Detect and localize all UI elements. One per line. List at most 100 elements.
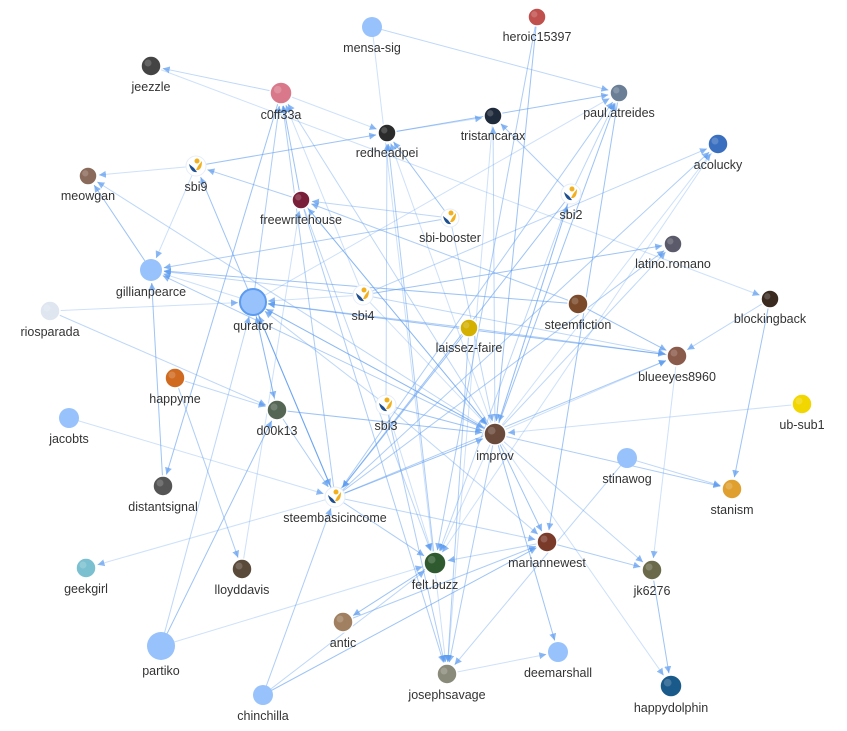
edge-sbi4-to-qurator xyxy=(267,294,364,305)
node-lloyddavis[interactable]: lloyddavis xyxy=(215,558,270,597)
node-sbi-booster[interactable]: sbi-booster xyxy=(419,208,481,245)
node-partiko[interactable]: partiko xyxy=(142,632,180,678)
node-latino.romano[interactable]: latino.romano xyxy=(635,234,711,271)
avatar-image xyxy=(641,559,663,581)
node-stinawog[interactable]: stinawog xyxy=(602,448,652,486)
avatar-highlight xyxy=(667,238,674,245)
node-chinchilla[interactable]: chinchilla xyxy=(237,685,289,723)
node-laissez-faire[interactable]: laissez-faire xyxy=(436,318,503,355)
node-improv[interactable]: improv xyxy=(476,422,514,463)
node-label: gillianpearce xyxy=(116,285,186,299)
edge-sbi3-to-redheadpei xyxy=(383,143,391,406)
node-happydolphin[interactable]: happydolphin xyxy=(634,674,708,715)
node-sbi2[interactable]: sbi2 xyxy=(560,183,583,222)
avatar-image xyxy=(483,422,507,446)
node-label: blueeyes8960 xyxy=(638,370,716,384)
node-steembasicincome[interactable]: steembasicincome xyxy=(283,486,387,525)
hand-icon xyxy=(328,495,336,504)
node-riosparada[interactable]: riosparada xyxy=(20,300,80,339)
node-label: geekgirl xyxy=(64,582,108,596)
node-qurator[interactable]: qurator xyxy=(233,288,273,333)
avatar-image xyxy=(332,611,354,633)
node-circle xyxy=(362,17,382,37)
node-ub-sub1[interactable]: ub-sub1 xyxy=(779,393,825,432)
node-label: sbi3 xyxy=(375,419,398,433)
node-geekgirl[interactable]: geekgirl xyxy=(64,557,108,596)
node-blueeyes8960[interactable]: blueeyes8960 xyxy=(638,345,716,384)
edge-steembasicincome-to-latino.romano xyxy=(334,250,665,498)
avatar-highlight xyxy=(725,482,733,490)
node-meowgan[interactable]: meowgan xyxy=(61,166,115,203)
node-deemarshall[interactable]: deemarshall xyxy=(524,642,592,680)
hand-icon xyxy=(335,492,341,502)
node-jeezzle[interactable]: jeezzle xyxy=(131,55,171,94)
avatar-highlight xyxy=(295,194,302,201)
avatar-image xyxy=(377,123,397,143)
node-jacobts[interactable]: jacobts xyxy=(48,408,89,446)
node-steemfiction[interactable]: steemfiction xyxy=(545,293,612,332)
node-redheadpei[interactable]: redheadpei xyxy=(356,123,419,160)
edge-chinchilla-to-steembasicincome xyxy=(262,508,332,696)
edge-d00k13-to-improv xyxy=(276,409,483,436)
node-distantsignal[interactable]: distantsignal xyxy=(128,475,198,514)
node-antic[interactable]: antic xyxy=(330,611,356,650)
hand-icon xyxy=(386,400,392,410)
edge-sbi9-to-redheadpei xyxy=(195,132,377,167)
edge-sbi-booster-to-gillianpearce xyxy=(163,217,451,271)
edge-partiko-to-d00k13 xyxy=(160,420,273,647)
edge-steembasicincome-to-felt.buzz xyxy=(334,496,425,557)
edge-sbi9-to-meowgan xyxy=(98,165,197,178)
node-happyme[interactable]: happyme xyxy=(149,367,201,406)
edge-c0ff33a-to-redheadpei xyxy=(280,92,377,130)
edge-sbi2-to-felt.buzz xyxy=(438,193,572,551)
avatar-highlight xyxy=(795,397,803,405)
edge-laissez-faire-to-blueeyes8960 xyxy=(468,327,666,357)
node-jk6276[interactable]: jk6276 xyxy=(633,559,671,598)
node-label: stanism xyxy=(710,503,753,517)
edge-improv-to-acolucky xyxy=(494,153,712,435)
node-label: chinchilla xyxy=(237,709,288,723)
node-mariannewest[interactable]: mariannewest xyxy=(508,531,586,570)
node-label: jeezzle xyxy=(131,80,171,94)
avatar-highlight xyxy=(43,304,51,312)
avatar-image xyxy=(436,663,458,685)
node-stanism[interactable]: stanism xyxy=(710,478,754,517)
node-sbi9[interactable]: sbi9 xyxy=(185,155,208,194)
node-label: qurator xyxy=(233,319,273,333)
node-label: paul.atreides xyxy=(583,106,655,120)
edge-riosparada-to-d00k13 xyxy=(49,310,267,406)
node-label: mensa-sig xyxy=(343,41,401,55)
node-tristancarax[interactable]: tristancarax xyxy=(461,106,526,143)
node-felt.buzz[interactable]: felt.buzz xyxy=(412,551,459,592)
node-freewritehouse[interactable]: freewritehouse xyxy=(260,190,342,227)
node-acolucky[interactable]: acolucky xyxy=(694,133,743,172)
node-sbi4[interactable]: sbi4 xyxy=(352,284,375,323)
sbi-logo-icon xyxy=(352,284,374,306)
node-heroic15397[interactable]: heroic15397 xyxy=(503,7,572,44)
edge-steembasicincome-to-qurator xyxy=(258,315,336,498)
edge-sbi3-to-qurator xyxy=(264,310,387,406)
node-blockingback[interactable]: blockingback xyxy=(734,289,807,326)
edges-layer xyxy=(49,16,803,696)
avatar-image xyxy=(666,345,688,367)
node-circle xyxy=(147,632,175,660)
node-josephsavage[interactable]: josephsavage xyxy=(407,663,486,702)
node-mensa-sig[interactable]: mensa-sig xyxy=(343,17,401,55)
avatar-image xyxy=(266,399,288,421)
edge-heroic15397-to-improv xyxy=(493,16,538,422)
node-paul.atreides[interactable]: paul.atreides xyxy=(583,83,655,120)
node-sbi3[interactable]: sbi3 xyxy=(375,394,398,433)
avatar-highlight xyxy=(571,297,579,305)
coin-icon xyxy=(361,287,367,293)
node-gillianpearce[interactable]: gillianpearce xyxy=(116,259,186,299)
edge-qurator-to-improv xyxy=(252,301,484,429)
node-d00k13[interactable]: d00k13 xyxy=(256,399,298,438)
node-c0ff33a[interactable]: c0ff33a xyxy=(261,81,302,122)
hand-icon xyxy=(443,216,451,225)
edge-improv-to-josephsavage xyxy=(447,433,496,663)
node-circle xyxy=(253,685,273,705)
node-label: happyme xyxy=(149,392,200,406)
avatar-highlight xyxy=(531,11,538,18)
edge-happyme-to-lloyddavis xyxy=(174,377,240,558)
